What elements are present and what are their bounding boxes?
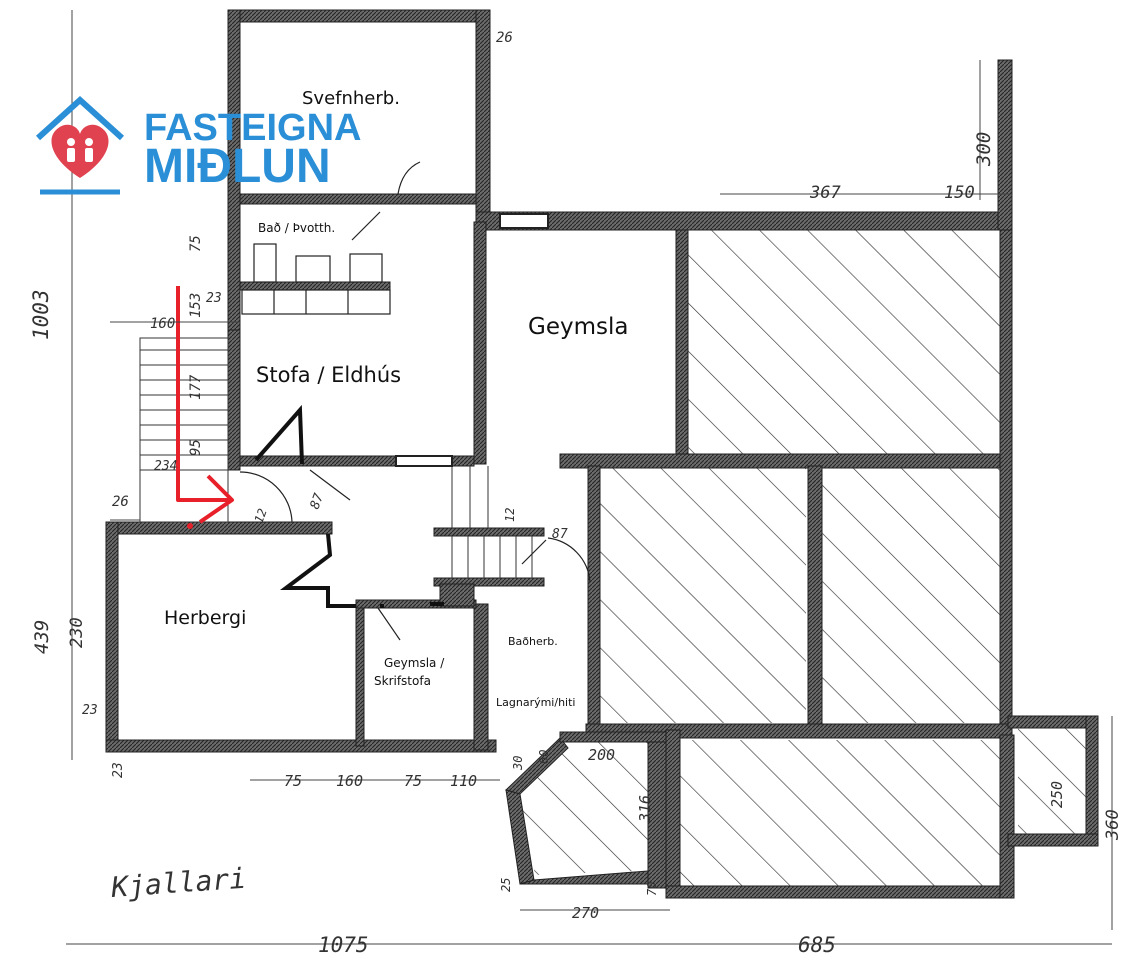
dim-30: 30 [511,756,525,771]
dim-153: 153 [188,293,204,318]
red-arrow [176,286,234,529]
logo-line-1: FASTEIGNA [144,107,361,149]
dim-25: 25 [499,878,513,892]
dim-75-bottom-b: 75 [404,772,422,790]
dim-160-bottom: 160 [336,772,363,790]
stairs [139,337,533,578]
dim-75-left: 75 [188,235,204,252]
dim-60: 60 [537,750,551,764]
dim-23-bottom: 23 [111,762,126,778]
new-partitions [254,404,444,608]
dim-87-left: 87 [308,491,328,511]
dim-360: 360 [1103,809,1123,841]
dim-160-left: 160 [150,316,175,332]
dim-1003: 1003 [29,289,53,340]
dim-439: 439 [31,620,53,654]
dim-150: 150 [944,183,975,203]
room-label-lagnarymi: Lagnarými/hiti [496,696,575,709]
dim-23-herbergi: 23 [82,703,98,718]
dim-110: 110 [450,772,477,790]
dim-250: 250 [1048,781,1066,808]
plan-title: Kjallari [109,862,247,904]
bath-fixtures [241,243,391,315]
dim-200: 200 [588,746,615,764]
room-labels: Svefnherb. Bað / Þvotth. Stofa / Eldhús … [164,88,628,709]
dim-75-bottom-a: 75 [284,772,302,790]
dim-685: 685 [798,933,836,957]
room-label-badherb: Baðherb. [508,635,558,648]
dim-23-upper: 23 [206,291,222,306]
dim-95: 95 [188,439,204,456]
logo-line-2: MIÐLUN [144,140,331,193]
room-label-bad-thvott: Bað / Þvotth. [258,221,335,235]
dim-177: 177 [188,374,204,400]
dim-26-top: 26 [496,30,513,46]
dim-270: 270 [572,904,599,922]
dim-234: 234 [154,459,177,474]
room-label-geymsla-skrifstofa-line-1: Geymsla / [384,656,445,670]
dim-87-right: 87 [552,527,568,542]
dimension-labels: 1075 685 1003 439 230 367 150 300 26 26 … [29,30,1123,957]
dim-300: 300 [973,132,995,167]
dim-70: 70 [645,882,659,896]
dim-316: 316 [636,795,654,823]
dim-367: 367 [809,183,841,203]
room-label-geymsla-skrifstofa-line-2: Skrifstofa [374,674,431,688]
room-label-geymsla: Geymsla [528,314,628,340]
dim-26-left: 26 [112,494,129,510]
dim-230: 230 [67,617,87,648]
hatched-areas [517,230,1088,886]
walls [105,9,1099,899]
windows [395,213,549,467]
dim-1075: 1075 [318,933,369,957]
fasteigna-midlun-logo: FASTEIGNA MIÐLUN [35,95,361,195]
dim-12-right: 12 [503,508,517,522]
doors [239,161,591,641]
room-label-stofa-eldhus: Stofa / Eldhús [256,363,401,387]
dimension-lines [66,10,1113,945]
room-label-svefnherb: Svefnherb. [302,88,400,109]
dim-12-left: 12 [252,507,270,525]
room-label-herbergi: Herbergi [164,607,246,629]
house-heart-kids-icon [35,95,125,195]
